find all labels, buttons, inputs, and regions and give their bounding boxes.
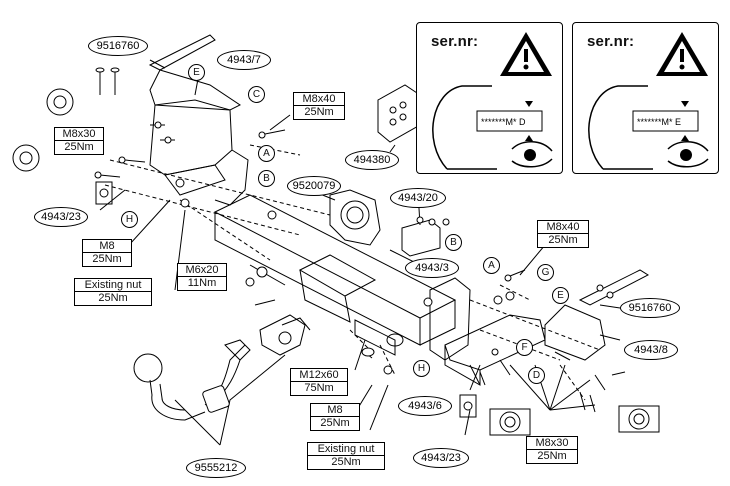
bolt-size: M8x40 xyxy=(546,221,580,233)
serial-code: *******M* D xyxy=(481,117,526,127)
part-label-9555212: 9555212 xyxy=(186,458,246,478)
part-label-4943-20: 4943/20 xyxy=(390,188,446,208)
part-label-4943-23-bottom: 4943/23 xyxy=(413,448,469,468)
part-label-9516760-top: 9516760 xyxy=(88,36,148,56)
bolt-size: M12x60 xyxy=(299,369,339,381)
callout-B-left: B xyxy=(258,170,275,187)
torque-m8x40-right: M8x40 25Nm xyxy=(537,220,589,248)
torque-value: 75Nm xyxy=(291,381,347,394)
callout-A-right: A xyxy=(483,257,500,274)
callout-G: G xyxy=(537,264,554,281)
torque-m8-left: M8 25Nm xyxy=(82,239,132,267)
part-label-4943-23-left: 4943/23 xyxy=(34,207,88,227)
torque-value: 25Nm xyxy=(75,291,151,304)
torque-existing-nut-bottom: Existing nut 25Nm xyxy=(307,442,385,470)
torque-value: 25Nm xyxy=(311,416,359,429)
torque-m8x40-top: M8x40 25Nm xyxy=(293,92,345,120)
part-label-9520079: 9520079 xyxy=(287,176,341,196)
callout-E-left: E xyxy=(188,64,205,81)
callout-B-right: B xyxy=(445,234,462,251)
part-label-9516760-right: 9516760 xyxy=(620,298,680,318)
torque-m12x60: M12x60 75Nm xyxy=(290,368,348,396)
callout-E-right: E xyxy=(552,287,569,304)
torque-m8x30-left: M8x30 25Nm xyxy=(54,127,104,155)
serial-panel-e: ser.nr: *******M* E xyxy=(572,22,719,174)
serial-panel-d: ser.nr: *******M* D xyxy=(416,22,563,174)
bolt-size: M8x30 xyxy=(62,128,96,140)
bolt-size: M8x30 xyxy=(535,437,569,449)
callout-A-left: A xyxy=(258,145,275,162)
torque-m8x30-bottom: M8x30 25Nm xyxy=(526,436,578,464)
part-label-4943-8: 4943/8 xyxy=(624,340,678,360)
inspection-eye-illustration xyxy=(588,85,709,170)
torque-value: 25Nm xyxy=(538,233,588,246)
torque-value: 25Nm xyxy=(527,449,577,462)
tab-top xyxy=(148,34,216,71)
part-label-4943-3: 4943/3 xyxy=(405,258,459,278)
callout-C: C xyxy=(248,86,265,103)
torque-value: 25Nm xyxy=(83,252,131,265)
torque-m8-bottom: M8 25Nm xyxy=(310,403,360,431)
part-label-494380: 494380 xyxy=(345,150,399,170)
inspection-eye-illustration xyxy=(432,85,553,170)
bolt-size: Existing nut xyxy=(317,443,375,455)
callout-F: F xyxy=(516,339,533,356)
bolt-size: M8 xyxy=(327,404,343,416)
warning-triangle-icon xyxy=(656,32,708,76)
serial-title: ser.nr: xyxy=(587,33,635,50)
callout-H-right: H xyxy=(413,360,430,377)
torque-value: 11Nm xyxy=(178,276,226,289)
bolt-size: M8x40 xyxy=(302,93,336,105)
torque-value: 25Nm xyxy=(55,140,103,153)
torque-existing-nut-left: Existing nut 25Nm xyxy=(74,278,152,306)
torque-value: 25Nm xyxy=(308,455,384,468)
serial-title: ser.nr: xyxy=(431,33,479,50)
part-label-4943-7: 4943/7 xyxy=(217,50,271,70)
bolt-size: Existing nut xyxy=(84,279,142,291)
serial-code: *******M* E xyxy=(637,117,682,127)
torque-m6x20: M6x20 11Nm xyxy=(177,263,227,291)
callout-H-left: H xyxy=(121,211,138,228)
torque-value: 25Nm xyxy=(294,105,344,118)
bolt-size: M8 xyxy=(99,240,115,252)
callout-D: D xyxy=(528,367,545,384)
warning-triangle-icon xyxy=(500,32,552,76)
bolt-size: M6x20 xyxy=(185,264,219,276)
part-label-4943-6: 4943/6 xyxy=(398,396,452,416)
